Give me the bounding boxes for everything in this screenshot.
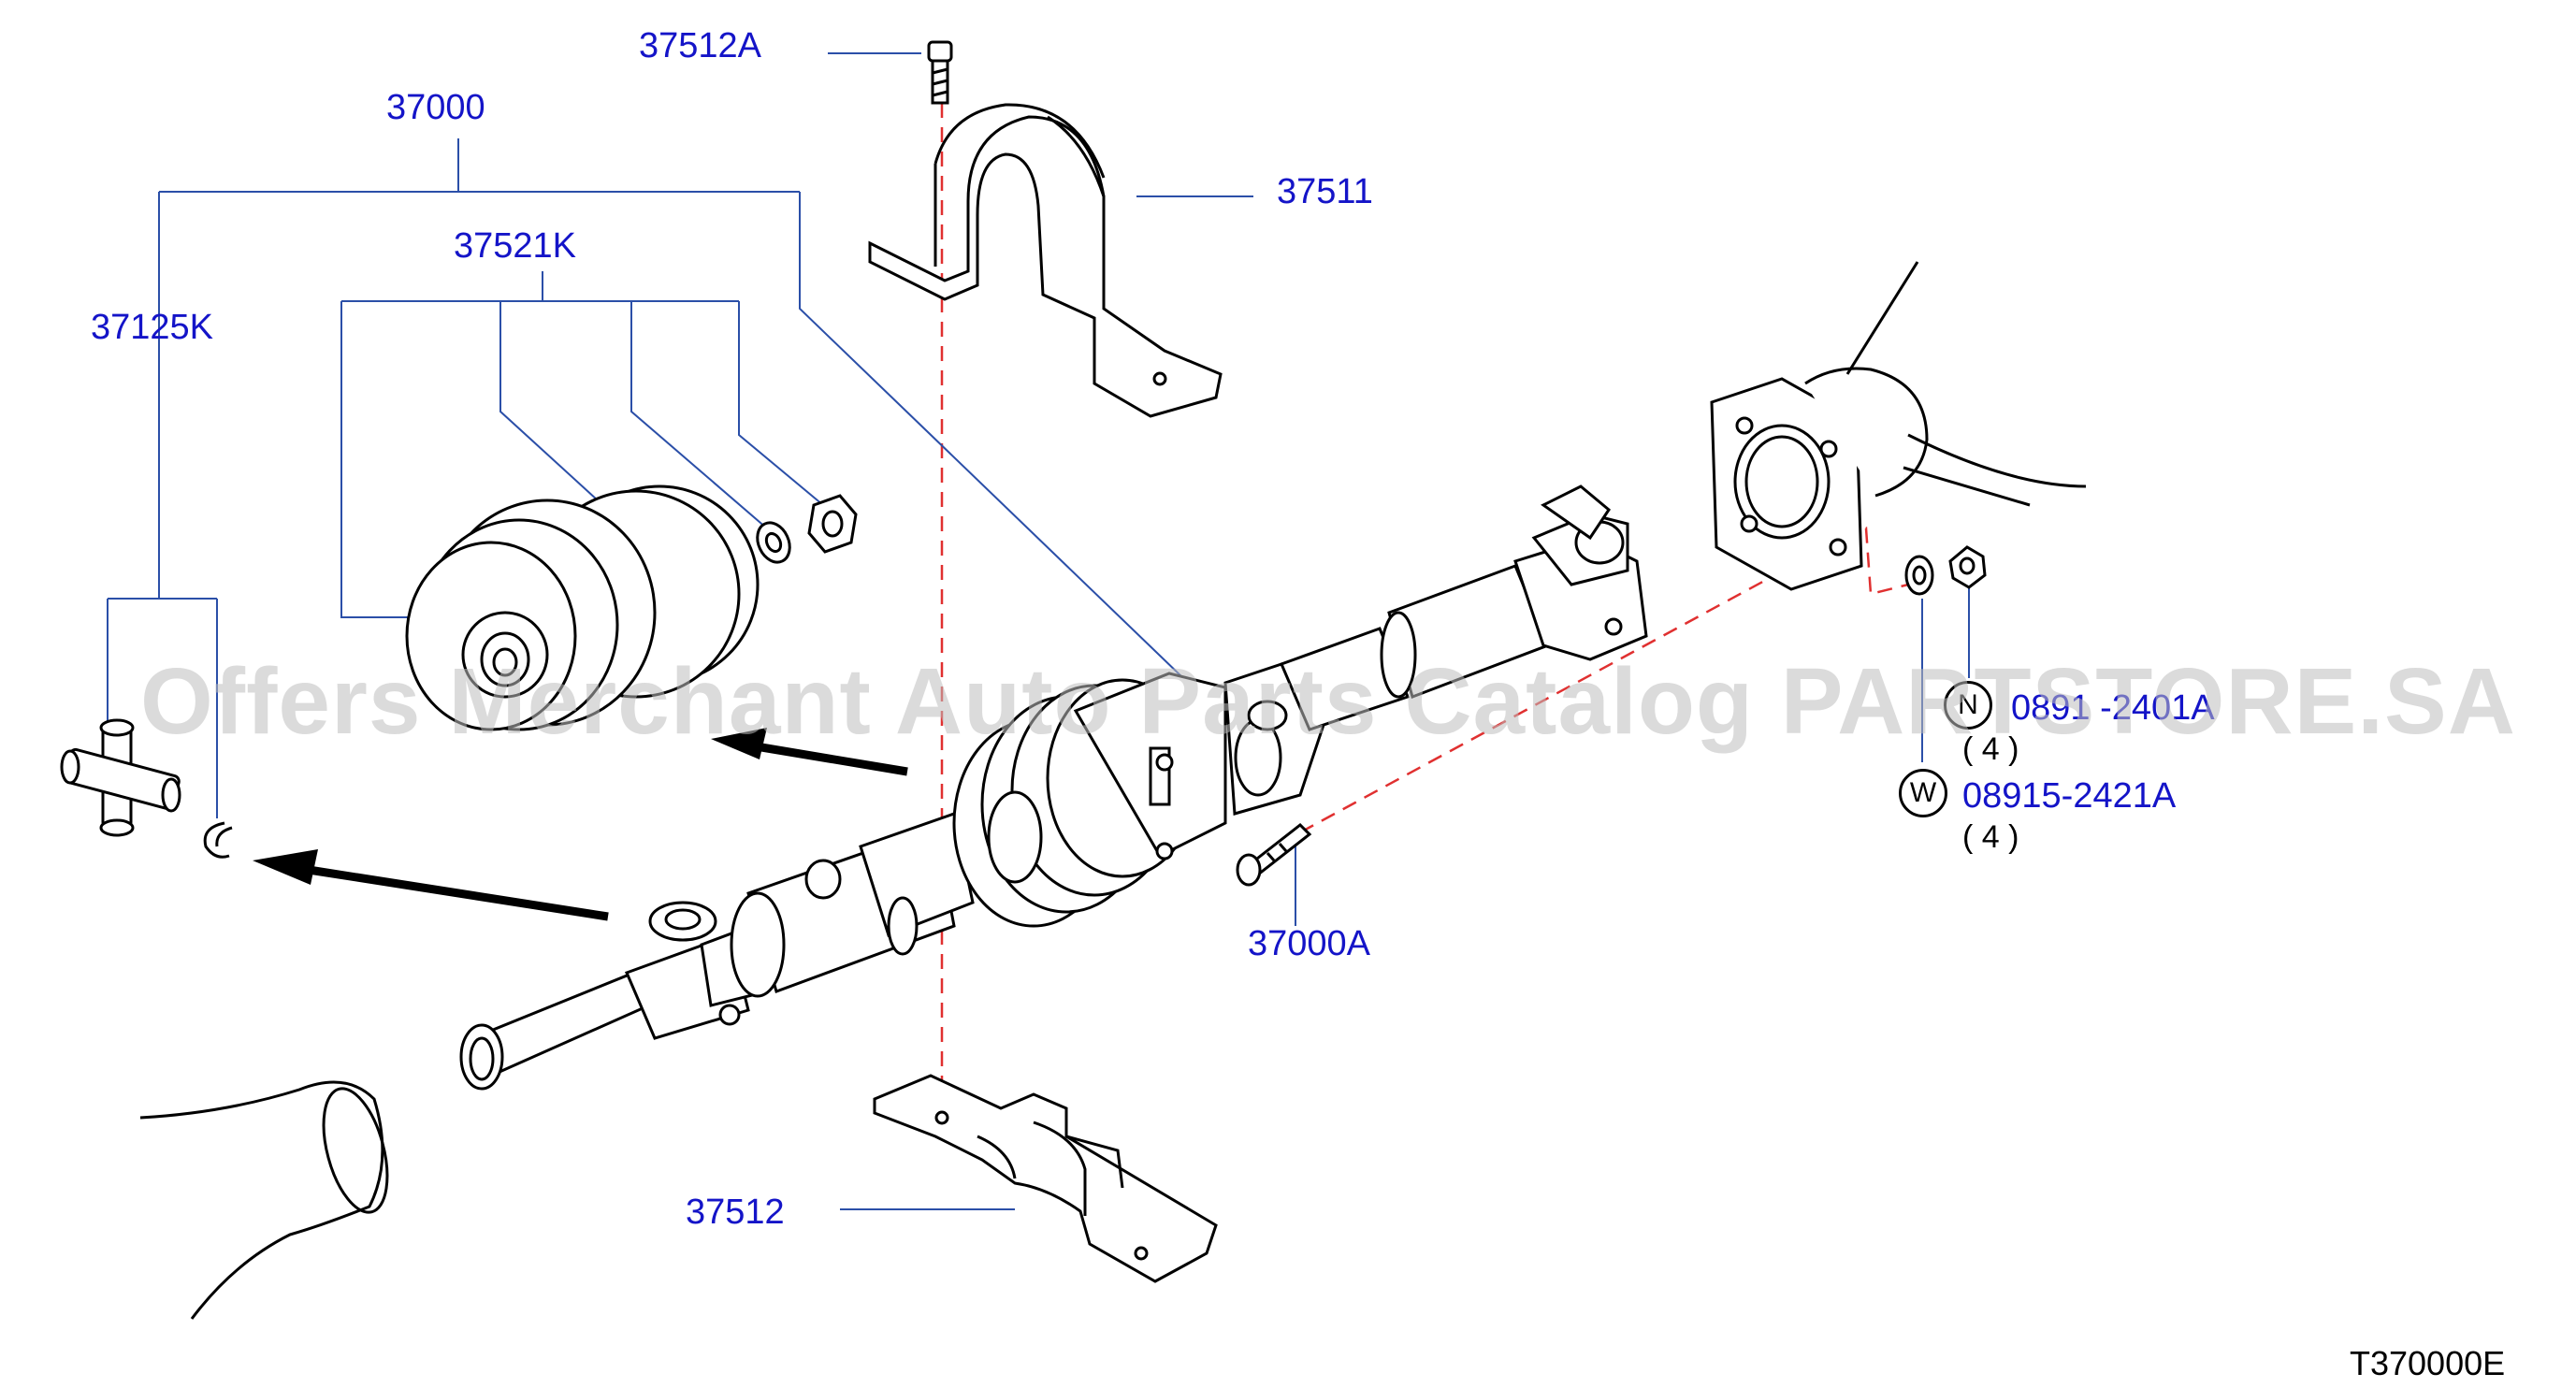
part-label-37512A: 37512A (639, 26, 762, 65)
washer-quantity: ( 4 ) (1962, 819, 2019, 855)
part-label-37521K: 37521K (454, 226, 577, 266)
washer-nut-set-icon (756, 494, 858, 564)
lower-bracket-37512-icon (873, 1074, 1218, 1283)
propeller-shaft-icon (459, 484, 1648, 1091)
bolt-37512A-icon (927, 40, 953, 105)
upper-bracket-37511-icon (868, 103, 1223, 418)
part-label-37000A: 37000A (1248, 924, 1371, 963)
flange-nut-icon (1948, 545, 1987, 589)
center-bearing-assembly-icon (405, 484, 760, 731)
assembly-arrows (253, 728, 908, 921)
part-label-37125K: 37125K (91, 308, 214, 347)
rear-companion-flange-icon (1710, 261, 2087, 591)
nut-quantity: ( 4 ) (1962, 731, 2019, 767)
bolt-37000A-icon (1236, 823, 1312, 887)
part-label-37511: 37511 (1277, 172, 1373, 211)
snap-ring-icon (203, 821, 233, 859)
part-label-nut: 0891 -2401A (2011, 688, 2215, 728)
watermark: Offers Merchant Auto Parts Catalog PARTS… (140, 649, 2516, 754)
flange-washer-icon (1904, 555, 1934, 596)
nut-symbol-badge: N (1944, 681, 1992, 730)
part-label-washer: 08915-2421A (1962, 776, 2177, 816)
drawing-code: T370000E (2350, 1344, 2506, 1382)
part-label-37512: 37512 (686, 1193, 785, 1232)
part-label-37000: 37000 (386, 88, 485, 127)
transmission-tailshaft-icon (139, 1080, 389, 1320)
leader-lines (107, 52, 1970, 1210)
washer-symbol-badge: W (1899, 769, 1947, 817)
universal-joint-spider-icon (60, 718, 181, 837)
